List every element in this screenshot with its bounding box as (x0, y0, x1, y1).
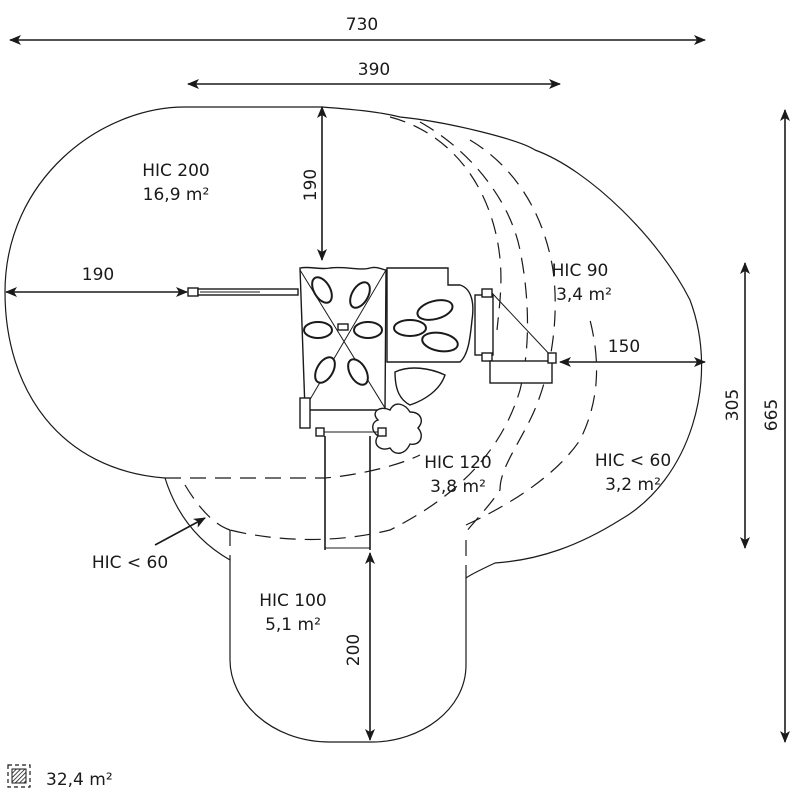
hatched-square-icon (7, 764, 31, 788)
dim-right-clearance: 150 (608, 337, 640, 357)
dim-inner-height: 305 (723, 389, 743, 421)
dim-left-clearance: 190 (82, 265, 114, 285)
safety-zone-outline (4, 106, 703, 743)
zone-label-hic-200: HIC 200 (142, 161, 210, 181)
zone-area-hic-100: 5,1 m² (265, 615, 321, 635)
equipment-tower (299, 266, 387, 411)
hic-contour-90-left (229, 121, 529, 541)
dim-bottom-clearance: 200 (344, 634, 364, 666)
hic-contour-60 (184, 484, 231, 531)
legend-total-area: 32,4 m² (46, 770, 113, 790)
zone-label-hic-90: HIC 90 (552, 261, 609, 281)
zone-area-hic-200: 16,9 m² (143, 185, 210, 205)
zone-area-hic-120: 3,8 m² (430, 477, 486, 497)
zone-label-hic-less-60-right: HIC < 60 (595, 451, 671, 471)
equipment-slide (299, 397, 378, 550)
dim-overall-height: 665 (762, 399, 782, 431)
dim-equipment-width: 390 (358, 60, 390, 80)
equipment-leaf-cluster (372, 367, 446, 454)
zone-area-hic-90: 3,4 m² (556, 285, 612, 305)
callout-arrow (154, 517, 206, 546)
hic-contour-200 (165, 454, 421, 479)
dim-overall-width: 730 (346, 15, 378, 35)
equipment-platform (386, 267, 474, 363)
zone-label-hic-120: HIC 120 (424, 453, 492, 473)
dim-top-clearance: 190 (301, 169, 321, 201)
equipment-left-bar (187, 287, 299, 297)
callout-hic-less-60-left: HIC < 60 (92, 553, 168, 573)
zone-area-hic-less-60-right: 3,2 m² (605, 475, 661, 495)
zone-label-hic-100: HIC 100 (259, 591, 327, 611)
equipment-right-ramp (474, 288, 557, 384)
legend: 32,4 m² (7, 764, 113, 790)
hic-contour-200-arc (389, 116, 502, 331)
